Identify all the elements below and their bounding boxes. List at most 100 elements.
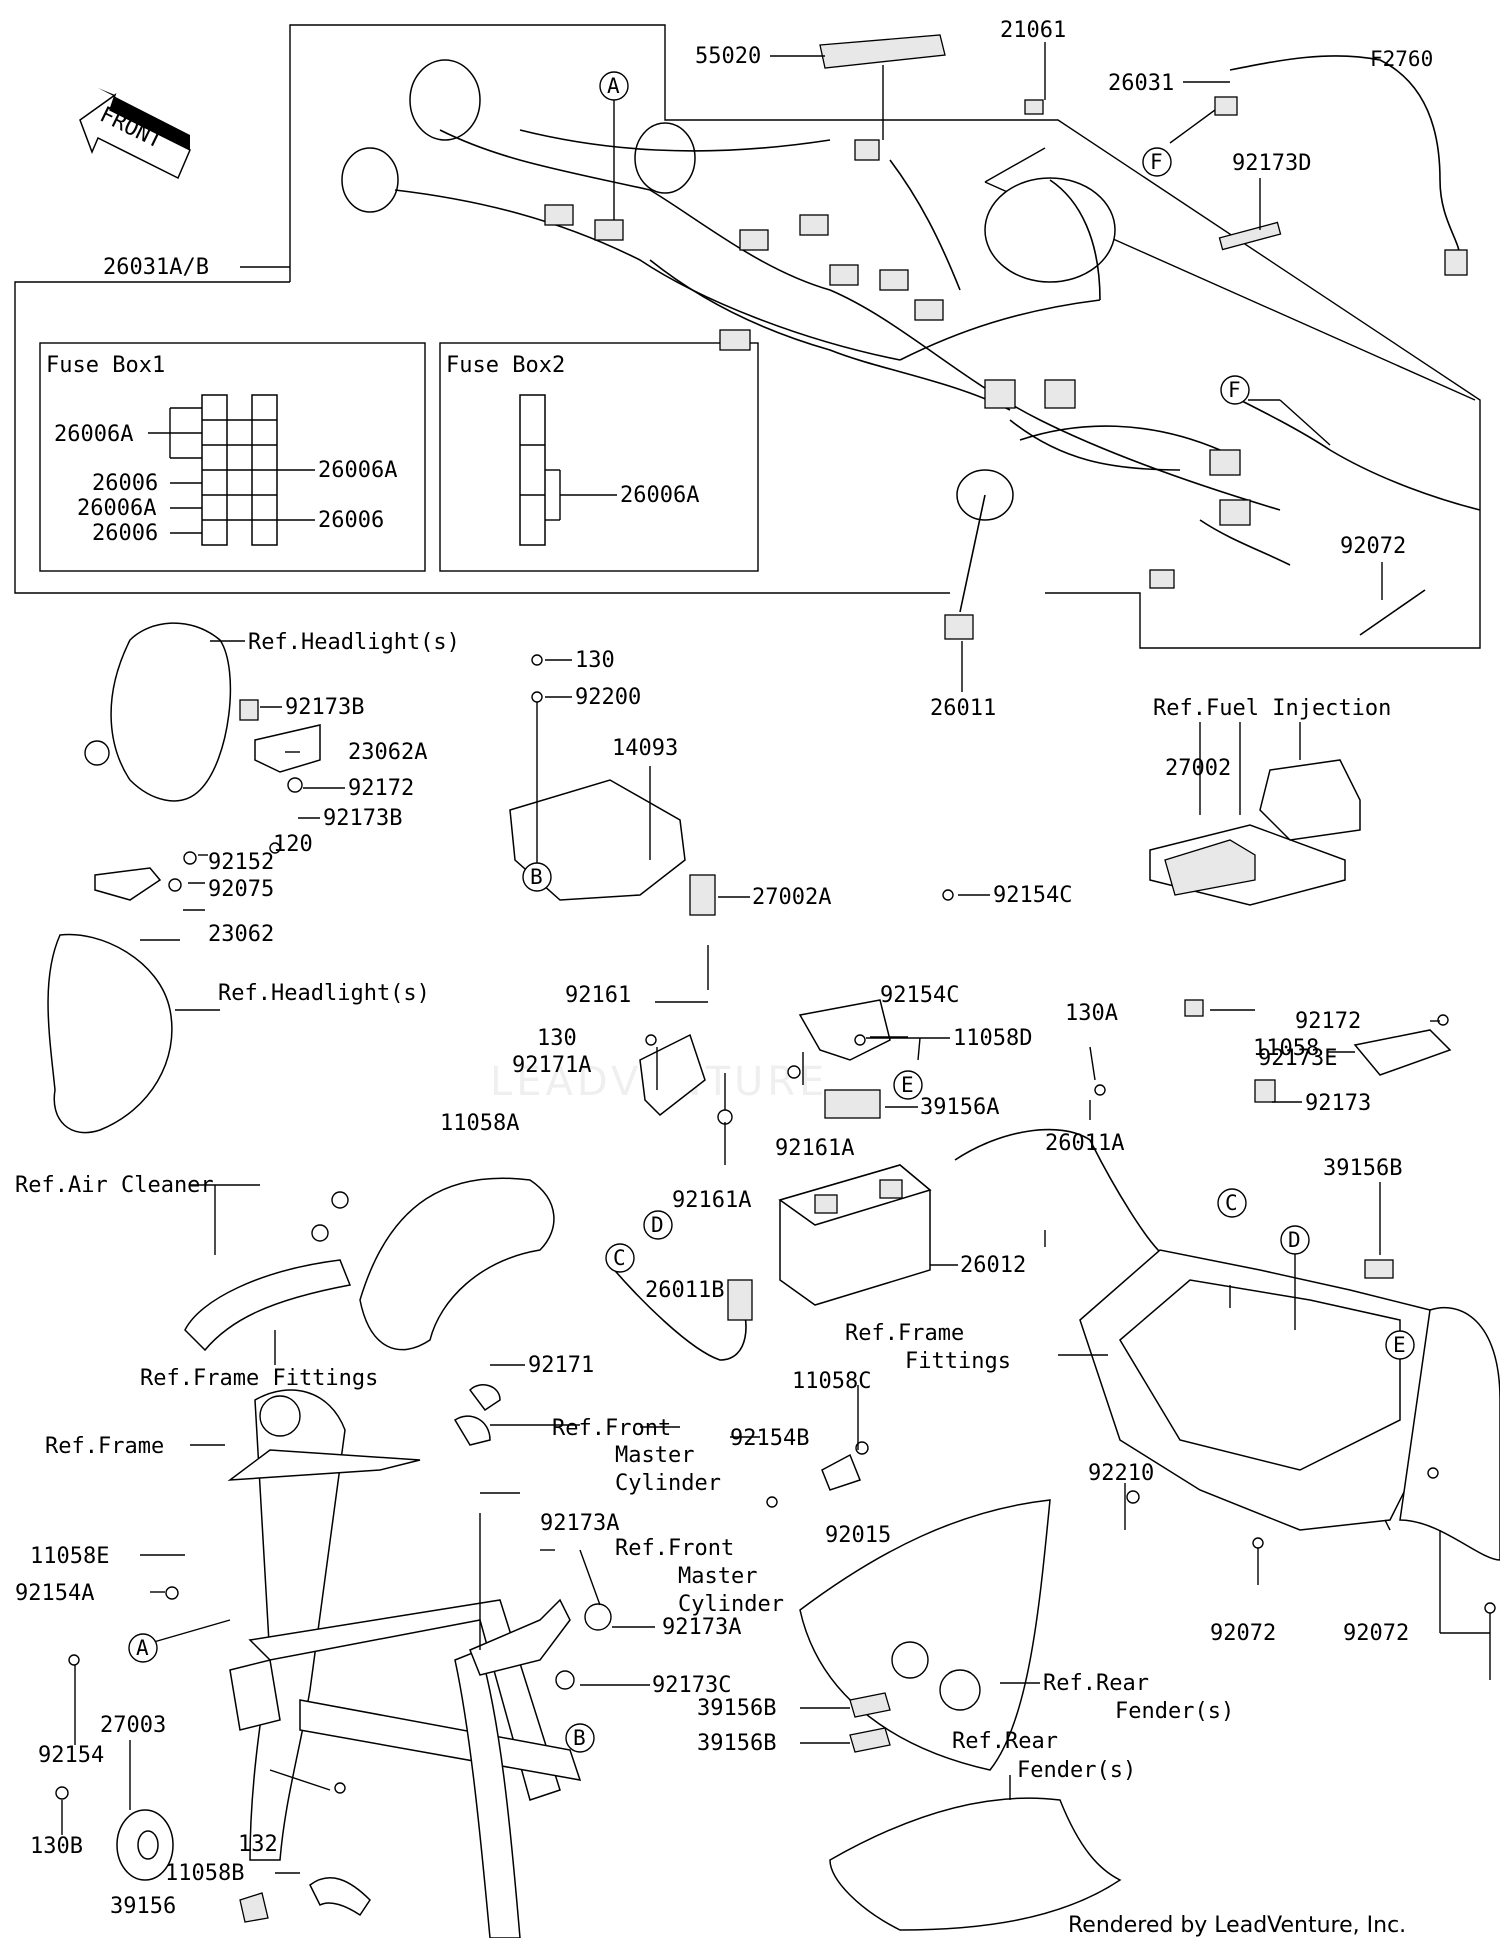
clamp-92171a — [453, 1415, 491, 1446]
part-label: 92210 — [1088, 1461, 1154, 1486]
ref-label: Ref.Rear — [952, 1729, 1058, 1754]
ref-label: Ref.Front — [552, 1416, 671, 1441]
credit-text: Rendered by LeadVenture, Inc. — [1068, 1913, 1406, 1938]
ref-label: Fittings — [905, 1349, 1011, 1374]
cable-tie-92072 — [1359, 589, 1426, 636]
label-plate-55020 — [819, 34, 946, 69]
part-label: 92161A — [775, 1136, 854, 1161]
fuse-box-2-title: Fuse Box2 — [446, 353, 565, 378]
callout-markers: A F F B E D C C D E A B — [128, 71, 1415, 1753]
part-21061 — [1024, 99, 1044, 115]
part-label: 92172 — [1295, 1009, 1361, 1034]
part-label: 92154A — [15, 1581, 94, 1606]
part-label: 92171A — [512, 1053, 591, 1078]
air-cleaner-bracket — [184, 1177, 555, 1352]
part-label: 39156B — [1323, 1156, 1402, 1181]
sensor-lead-26031 — [1214, 55, 1468, 276]
ref-label: Ref.Frame — [45, 1434, 164, 1459]
fuse-box-1-title: Fuse Box1 — [46, 353, 165, 378]
harness-group-outline — [289, 24, 1481, 649]
fuse-label: 26006A — [54, 422, 133, 447]
leader-lines — [61, 42, 1491, 1874]
part-label: 23062A — [348, 740, 427, 765]
fuse-label: 26006A — [620, 483, 699, 508]
callout-d: D — [1288, 1228, 1301, 1252]
harness-group-outline-lower — [14, 281, 950, 594]
callout-e: E — [1393, 1333, 1406, 1357]
part-label: 92173B — [285, 695, 364, 720]
part-label: 26011B — [645, 1278, 724, 1303]
callout-a: A — [607, 74, 620, 98]
pad-39156b — [849, 1692, 891, 1718]
fuse-box-1-panel: Fuse Box1 26006A 26006 26006A 26006 2600… — [39, 342, 426, 572]
part-label: 26031 — [1108, 71, 1174, 96]
part-label: 39156A — [920, 1095, 999, 1120]
ref-label: Ref.Front — [615, 1536, 734, 1561]
part-label: 11058C — [792, 1369, 871, 1394]
figure-id: F2760 — [1370, 47, 1433, 71]
part-label: 92173 — [1305, 1091, 1371, 1116]
part-label: 92173D — [1232, 151, 1311, 176]
part-label: 92161 — [565, 983, 631, 1008]
ref-label: Cylinder — [615, 1471, 721, 1496]
part-label: 92154B — [730, 1426, 809, 1451]
clamp-92171 — [469, 1384, 501, 1412]
clamp-92173a — [584, 1603, 612, 1631]
pad-39156 — [239, 1892, 269, 1923]
fuse-label: 26006 — [92, 471, 158, 496]
part-label: 92173C — [652, 1673, 731, 1698]
battery-26012 — [778, 1164, 932, 1306]
battery-case — [1079, 1249, 1500, 1561]
battery-cable-26011b — [609, 1264, 747, 1361]
bracket-11058 — [1353, 1029, 1452, 1076]
battery-cable-26011a — [954, 1128, 1171, 1261]
clamp-92173c — [555, 1670, 575, 1690]
relay-26011 — [944, 614, 974, 640]
pad-39156b — [1364, 1259, 1394, 1279]
part-label: 130B — [30, 1834, 83, 1859]
bracket-front-master-cylinder — [469, 1598, 571, 1676]
part-label: 11058D — [953, 1026, 1032, 1051]
part-label: 130A — [1065, 1001, 1118, 1026]
part-label: 92172 — [348, 776, 414, 801]
part-label: 92173A — [540, 1511, 619, 1536]
ref-label: Fender(s) — [1115, 1699, 1234, 1724]
ref-label: Cylinder — [678, 1592, 784, 1617]
part-label: 55020 — [695, 44, 761, 69]
part-label: 92154 — [38, 1743, 104, 1768]
ref-label: Master — [678, 1564, 757, 1589]
ref-label: Ref.Fuel Injection — [1153, 696, 1391, 721]
part-label: 26011A — [1045, 1131, 1124, 1156]
part-labels: 55020 21061 26031 F2760 92173D 26031A/B … — [15, 18, 1433, 1919]
part-label: 92072 — [1340, 534, 1406, 559]
part-label: 92072 — [1343, 1621, 1409, 1646]
part-label: 11058E — [30, 1544, 109, 1569]
ref-label: Ref.Air Cleaner — [15, 1173, 214, 1198]
part-label: 26011 — [930, 696, 996, 721]
part-label: 130 — [575, 648, 615, 673]
part-label: 26031A/B — [103, 255, 209, 280]
part-label: 92173B — [323, 806, 402, 831]
callout-d: D — [651, 1213, 664, 1237]
part-label: 92171 — [528, 1353, 594, 1378]
part-label: 92173E — [1258, 1046, 1337, 1071]
part-label: 92173A — [662, 1615, 741, 1640]
bracket-11058a — [639, 1033, 706, 1116]
part-label: 130 — [537, 1026, 577, 1051]
part-label: 132 — [238, 1832, 278, 1857]
harness-outline-segment — [984, 147, 1046, 183]
part-label: 120 — [273, 832, 313, 857]
ref-label: Ref.Headlight(s) — [218, 981, 430, 1006]
part-label: 27002A — [752, 885, 831, 910]
part-label: 92200 — [575, 685, 641, 710]
horn-27003 — [116, 1809, 174, 1881]
main-wiring-harness — [341, 59, 1481, 613]
clamp-92173d — [1218, 221, 1282, 251]
ecu-27002 — [1149, 759, 1361, 906]
part-label: 27002 — [1165, 756, 1231, 781]
ref-label: Ref.Rear — [1043, 1671, 1149, 1696]
part-label: 92154C — [880, 983, 959, 1008]
part-label: 27003 — [100, 1713, 166, 1738]
part-label: 92072 — [1210, 1621, 1276, 1646]
